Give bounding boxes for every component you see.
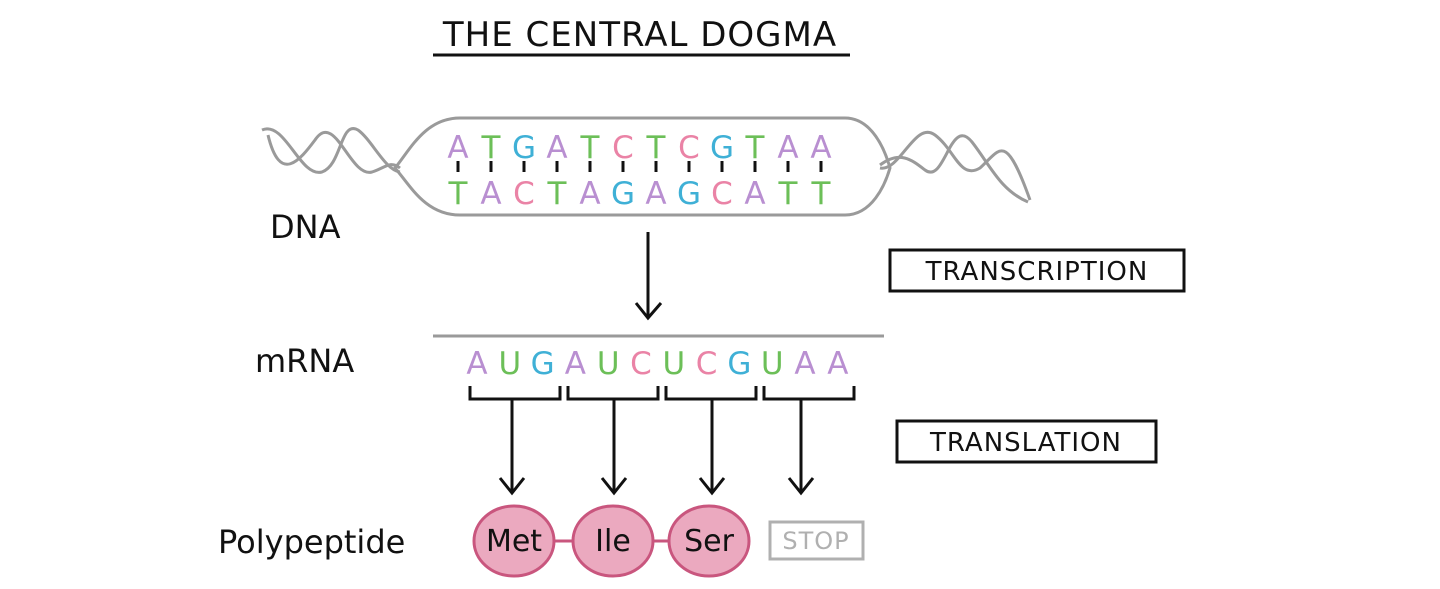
translation-arrowhead [498,477,526,496]
mrna-base: A [565,346,586,382]
polypeptide-label: Polypeptide [218,523,405,561]
mrna-base: U [662,346,685,382]
dna-bottom-base: C [711,176,733,212]
dna-top-base: A [810,130,831,166]
dna-top-base: A [447,130,468,166]
amino-acid-bead [571,504,655,578]
mrna-base: A [466,346,487,382]
dna-bottom-base: A [480,176,501,212]
dna-bottom-base: T [448,176,469,212]
translation-arrowhead [698,477,726,496]
mrna-base: A [794,346,815,382]
stop-box [768,520,865,561]
codon-bracket [566,386,660,401]
codon-bracket [664,386,758,401]
translation-box: TRANSLATION [895,419,1158,464]
dna-top-base: C [612,130,634,166]
dna-bottom-base: T [778,176,799,212]
dna-top-base: G [512,130,536,166]
translation-arrowhead [787,477,815,496]
dna-bottom-base: A [579,176,600,212]
dna-top-base: T [481,130,502,166]
dna-top-base: T [646,130,667,166]
dna-top-base: C [678,130,700,166]
dna-bottom-base: C [513,176,535,212]
transcription-label: TRANSCRIPTION [925,257,1149,287]
amino-acid-label: Ile [595,524,631,559]
amino-acid-bead [472,504,556,578]
dna-top-base: T [745,130,766,166]
amino-acid-bead [667,504,751,578]
codon-bracket [762,386,856,401]
mrna-base: G [531,346,555,382]
dna-top-base: T [580,130,601,166]
transcription-box: TRANSCRIPTION [888,248,1186,293]
codon-brackets [468,386,856,496]
dna-top-base: G [710,130,734,166]
dna-top-base: A [546,130,567,166]
diagram-title: THE CENTRAL DOGMA [442,15,837,55]
mrna-base: C [696,346,718,382]
translation-label: TRANSLATION [929,428,1122,458]
stop-label: STOP [782,527,849,555]
dna-bottom-base: A [744,176,765,212]
mrna-base: G [727,346,751,382]
translation-arrowhead [600,477,628,496]
dna-bottom-base: T [547,176,568,212]
polypeptide-chain: Met Ile Ser STOP [472,504,865,578]
dna-bottom-base: T [811,176,832,212]
mrna-base: U [597,346,620,382]
dna-outline [393,116,892,217]
mrna-base: U [761,346,784,382]
dna-top-base: A [777,130,798,166]
dna-bottom-base: G [611,176,635,212]
dna-bottom-base: G [677,176,701,212]
transcription-arrow [634,232,663,321]
dna-label: DNA [270,208,341,246]
codon-bracket [468,386,562,401]
mrna-base: A [827,346,848,382]
dna-helix-left [261,127,401,174]
mrna-base: C [630,346,652,382]
dna-bottom-base: A [645,176,666,212]
mrna-label: mRNA [255,342,354,380]
dna-base-pair-bonds [456,161,823,172]
amino-acid-label: Ser [684,524,735,559]
dna-helix-right [879,130,1032,204]
amino-acid-label: Met [486,524,542,559]
mrna-base: U [498,346,521,382]
